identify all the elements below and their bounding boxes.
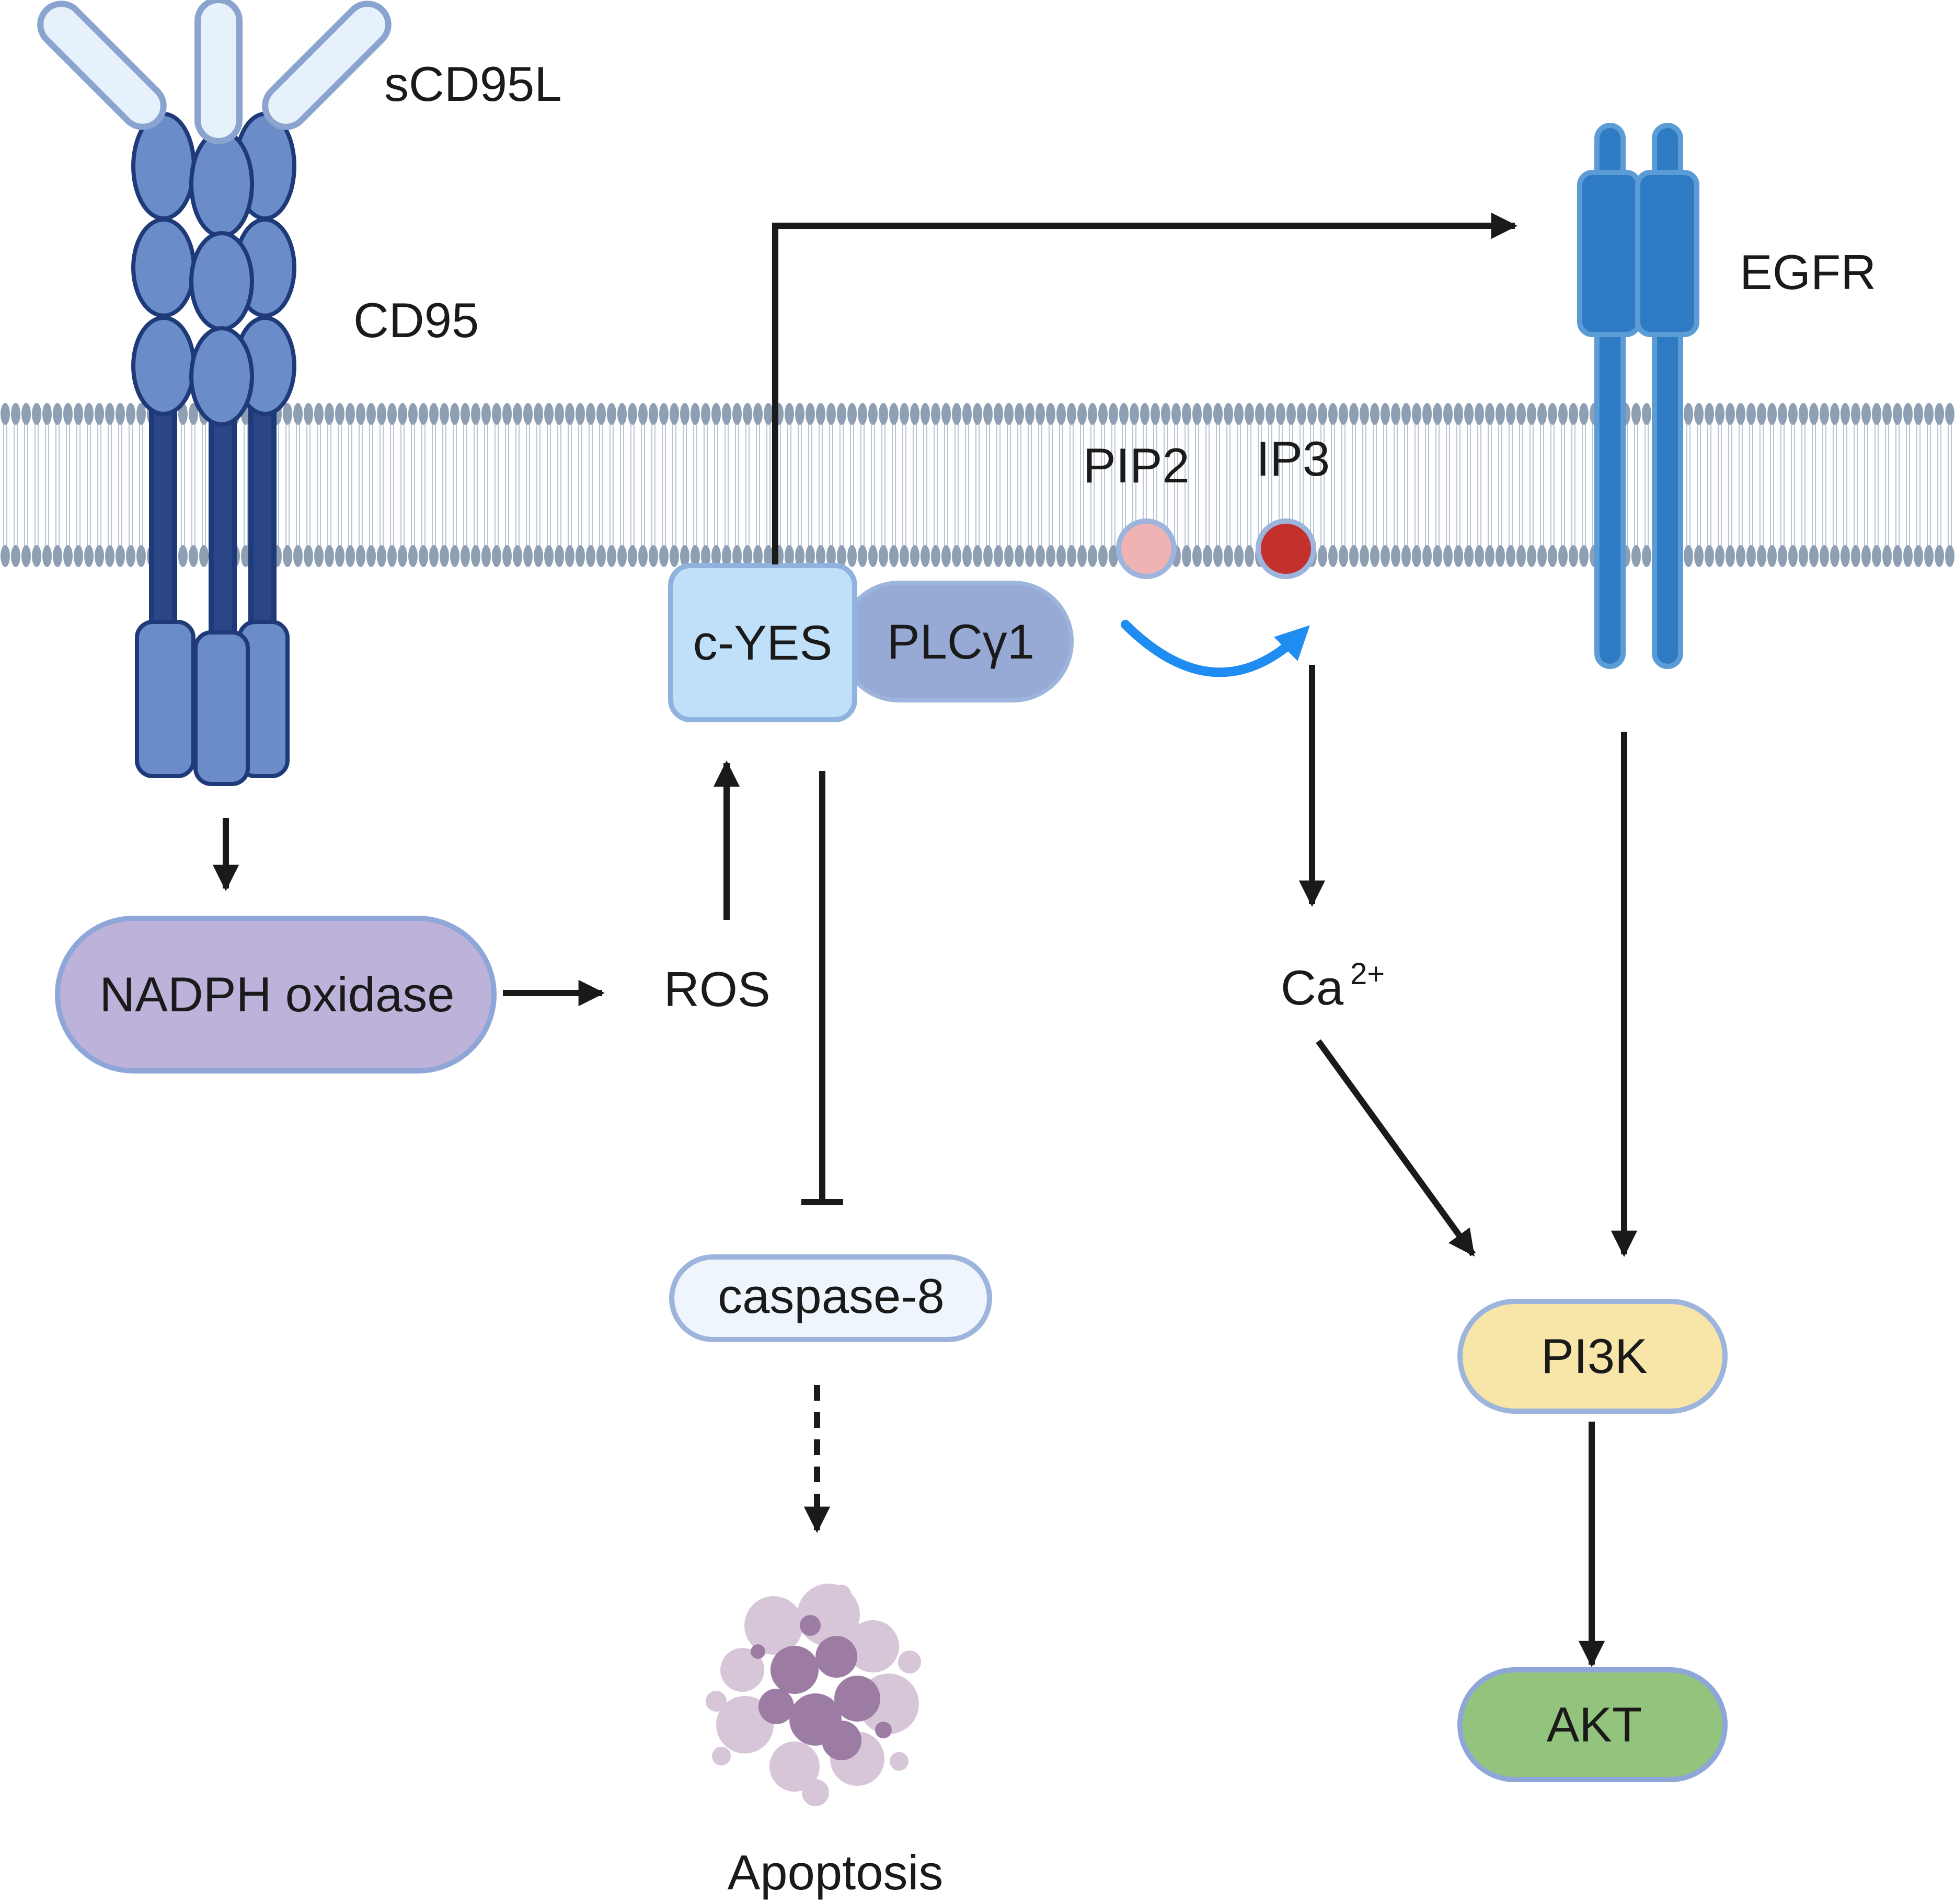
apoptosis-label: Apoptosis [728,1845,944,1900]
ros-label: ROS [664,962,770,1017]
plcg1-label: PLCγ1 [887,614,1034,669]
text-labels: sCD95L CD95 EGFR PIP2 IP3 c-YES PLCγ1 NA… [99,56,1876,1900]
pip2-label: PIP2 [1083,438,1190,493]
arrow-c-yes-to-egfr [772,212,1518,564]
cd95-receptor [131,112,296,786]
pi3k-label: PI3K [1541,1329,1648,1383]
cd95-label: CD95 [353,293,479,348]
egfr-label: EGFR [1740,245,1876,299]
pip2-to-ip3-arrow [1121,620,1310,677]
pi3k-node [1457,1299,1728,1414]
caspase-8-label: caspase-8 [718,1268,945,1323]
nadph-oxidase-node [55,916,497,1074]
egfr-receptor [1577,123,1699,669]
akt-label: AKT [1547,1697,1642,1752]
c-yes-node [668,563,857,722]
caspase-8-node [669,1254,992,1342]
cd95-death-domains [135,620,290,786]
arrow-ca-to-pi3k [1316,1039,1476,1257]
ca-label: Ca [1281,960,1344,1015]
signal-arrows [212,212,1638,1668]
pip2-molecule [1116,518,1177,579]
cell-membrane [0,402,1955,570]
apoptotic-cell-icon [706,1584,921,1806]
ip3-label: IP3 [1256,431,1330,486]
ca-superscript: 2+ [1350,957,1385,991]
scd95l-label: sCD95L [384,56,562,111]
ip3-molecule [1256,518,1316,579]
c-yes-label: c-YES [693,615,832,670]
nadph-oxidase-label: NADPH oxidase [99,967,454,1022]
cd95-extracellular-domains [131,112,296,426]
cd95-transmembrane [149,384,277,645]
akt-node [1457,1667,1728,1782]
scd95l-ligand [37,0,392,144]
